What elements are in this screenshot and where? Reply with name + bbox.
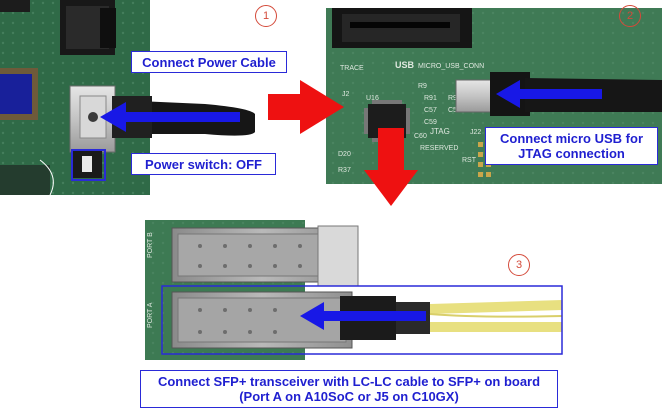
reserved-silkscreen: RESERVED (420, 145, 458, 152)
d20-silkscreen: D20 (338, 151, 351, 158)
power-switch-highlight (71, 149, 106, 181)
trace-silkscreen: TRACE (340, 65, 364, 72)
connect-usb-text-line1: Connect micro USB for (499, 131, 643, 146)
power-board-photo (0, 0, 255, 196)
connect-sfp-text-line1: Connect SFP+ transceiver with LC-LC cabl… (157, 374, 541, 389)
j2-silkscreen: J2 (342, 91, 350, 98)
connect-power-cable-label: Connect Power Cable (131, 51, 287, 73)
flow-arrow-step1-to-step2 (268, 80, 344, 134)
r91-silkscreen: R91 (424, 95, 437, 102)
c60-silkscreen: C60 (414, 133, 427, 140)
sfp-port-a-highlight (161, 285, 563, 355)
c57-silkscreen: C57 (424, 107, 437, 114)
r93-silkscreen: R93 (448, 95, 461, 102)
r37-silkscreen: R37 (338, 167, 351, 174)
port-b-silkscreen: PORT B (147, 232, 154, 258)
connect-sfp-label: Connect SFP+ transceiver with LC-LC cabl… (140, 370, 558, 408)
flow-arrow-step2-to-step3 (364, 128, 418, 206)
power-switch-text: Power switch: OFF (144, 156, 262, 172)
connect-usb-label: Connect micro USB for JTAG connection (485, 127, 658, 165)
port-a-silkscreen: PORT A (147, 302, 154, 328)
jtag-silkscreen: JTAG (430, 127, 450, 136)
step-1-marker: 1 (255, 5, 277, 27)
connect-usb-text-line2: JTAG connection (518, 146, 625, 161)
usb-cable-direction-arrow (496, 80, 602, 108)
connect-power-cable-text: Connect Power Cable (142, 54, 276, 70)
sfp-direction-arrow (300, 302, 426, 330)
micro-usb-conn-silkscreen: MICRO_USB_CONN (418, 63, 484, 70)
c59-silkscreen: C59 (424, 119, 437, 126)
step-2-marker: 2 (619, 5, 641, 27)
u16-silkscreen: U16 (366, 95, 379, 102)
connect-sfp-text-line2: (Port A on A10SoC or J5 on C10GX) (239, 389, 459, 404)
rst-silkscreen: RST (462, 157, 477, 164)
usb-logo-silkscreen: USB (395, 60, 415, 70)
r9-silkscreen: R9 (418, 83, 427, 90)
power-switch-label: Power switch: OFF (131, 153, 276, 175)
c58-silkscreen: C58 (448, 107, 461, 114)
step-3-marker: 3 (508, 254, 530, 276)
j22-silkscreen: J22 (470, 129, 481, 136)
power-cable-direction-arrow (100, 102, 240, 132)
sfp-board-photo: PORT B PORT A (145, 220, 563, 360)
